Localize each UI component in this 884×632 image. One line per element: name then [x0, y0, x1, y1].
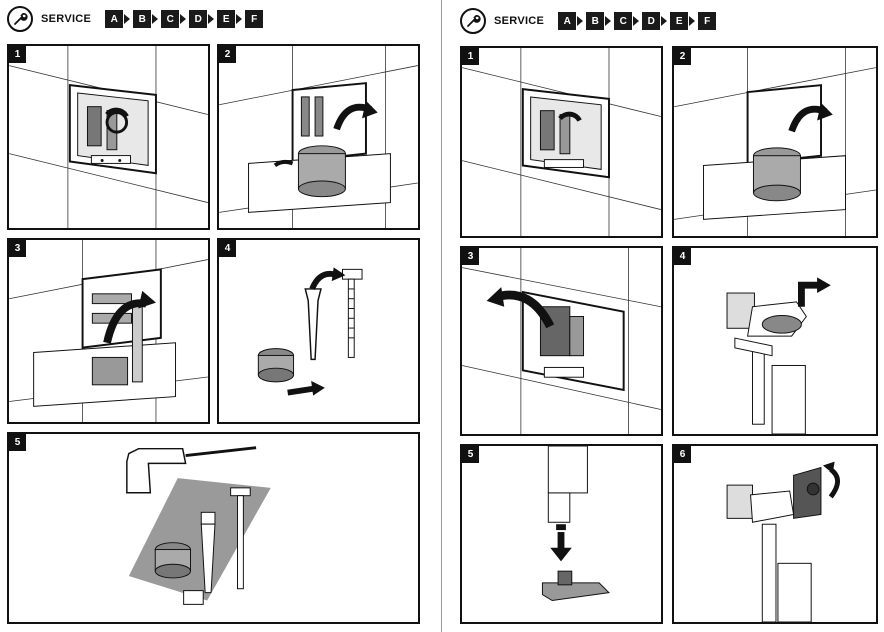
step-a: A	[558, 12, 577, 30]
step-b: B	[586, 12, 605, 30]
step-c: C	[161, 10, 180, 28]
left-panel-1: 1	[7, 44, 210, 230]
chevron-right-icon	[124, 14, 131, 24]
service-label: SERVICE	[494, 15, 545, 27]
wall-panel-open-illustration	[462, 248, 661, 434]
chevron-right-icon	[180, 14, 187, 24]
chevron-right-icon	[236, 14, 243, 24]
right-panel-5: 5	[460, 444, 663, 624]
step-f: F	[245, 10, 264, 28]
chevron-right-icon	[208, 14, 215, 24]
panel-number: 1	[462, 48, 479, 65]
step-d: D	[189, 10, 208, 28]
chevron-right-icon	[152, 14, 159, 24]
right-service-header: SERVICE A B C D E F	[460, 6, 717, 36]
wrench-icon	[7, 6, 33, 32]
wall-cutout-illustration	[9, 46, 208, 228]
step-d: D	[642, 12, 661, 30]
panel-number: 3	[462, 248, 479, 265]
panel-number: 3	[9, 240, 26, 257]
panel-number: 5	[462, 446, 479, 463]
panel-number: 6	[674, 446, 691, 463]
remove-valve-illustration	[219, 46, 418, 228]
chevron-right-icon	[633, 16, 640, 26]
step-sequence: A B C D E F	[105, 10, 264, 28]
panel-number: 5	[9, 434, 26, 451]
valve-detach-illustration	[726, 277, 831, 434]
right-panel-1: 1	[460, 46, 663, 238]
right-panel-4: 4	[672, 246, 878, 436]
right-panel-2: 2	[672, 46, 878, 238]
left-panel-2: 2	[217, 44, 420, 230]
panel-number: 2	[219, 46, 236, 63]
left-panel-3: 3	[7, 238, 210, 424]
reassemble-valve-illustration	[726, 461, 841, 622]
panel-number: 2	[674, 48, 691, 65]
step-e: E	[670, 12, 689, 30]
chevron-right-icon	[661, 16, 668, 26]
step-f: F	[698, 12, 717, 30]
left-service-header: SERVICE A B C D E F	[7, 4, 264, 34]
left-panel-4: 4	[217, 238, 420, 424]
chevron-right-icon	[577, 16, 584, 26]
left-panel-5: 5	[7, 432, 420, 624]
right-panel-3: 3	[460, 246, 663, 436]
insert-pipe-illustration	[541, 446, 610, 601]
lift-assembly-illustration	[9, 240, 208, 422]
step-e: E	[217, 10, 236, 28]
wall-cutout-illustration	[462, 48, 661, 236]
cleaning-components-illustration	[126, 446, 271, 605]
panel-number: 4	[674, 248, 691, 265]
components-separated-illustration	[257, 267, 363, 396]
chevron-right-icon	[689, 16, 696, 26]
panel-number: 1	[9, 46, 26, 63]
step-c: C	[614, 12, 633, 30]
right-panel-6: 6	[672, 444, 878, 624]
step-a: A	[105, 10, 124, 28]
wrench-icon	[460, 8, 486, 34]
remove-valve-illustration	[674, 48, 876, 236]
step-sequence: A B C D E F	[558, 12, 717, 30]
chevron-right-icon	[605, 16, 612, 26]
page-divider	[441, 0, 442, 632]
panel-number: 4	[219, 240, 236, 257]
service-label: SERVICE	[41, 13, 92, 25]
step-b: B	[133, 10, 152, 28]
